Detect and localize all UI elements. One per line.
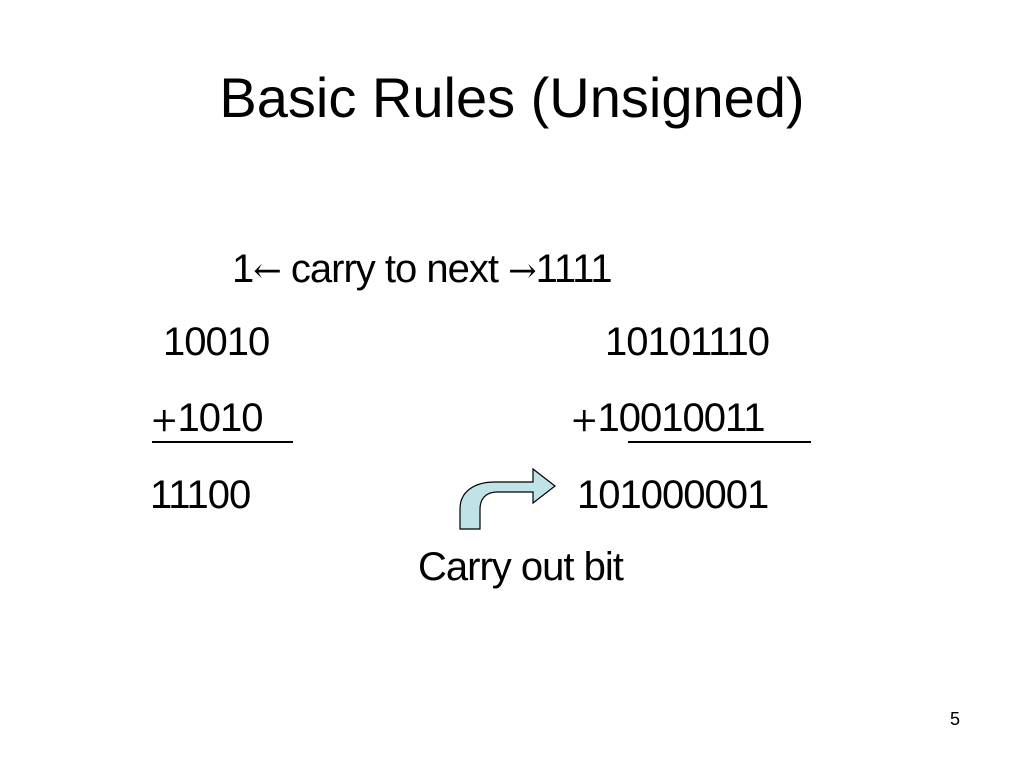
curved-arrow-shape [459,467,556,530]
right-addend-1: 10101110 [605,320,770,364]
left-plus-sign: + [150,400,178,440]
right-addend-2-rest: 0010011 [618,396,766,440]
left-addend-1: 10010 [163,320,270,364]
right-addend-2-line: +10010011 [570,394,766,444]
carry-label: carry to next [290,247,499,291]
carry-right-value: 1111 [535,247,613,291]
slide-number: 5 [950,709,961,729]
right-sum-rule [628,441,811,443]
right-result: 101000001 [577,473,769,517]
curved-arrow-icon [459,467,556,530]
right-plus-sign: + [570,400,598,440]
left-arrow-icon: ← [253,251,281,291]
left-addend-2-line: +1010 [150,394,264,444]
slide-title: Basic Rules (Unsigned) [219,66,805,129]
carry-left-value: 1 [232,247,254,291]
right-arrow-icon: → [508,251,536,291]
left-addend-2: 1010 [177,396,264,440]
right-addend-2-first-digit: 1 [597,396,620,440]
carry-row: 1← carry to next →1111 [232,245,613,295]
left-result: 11100 [150,473,251,517]
carry-out-label: Carry out bit [418,545,624,589]
left-sum-rule [152,441,293,443]
